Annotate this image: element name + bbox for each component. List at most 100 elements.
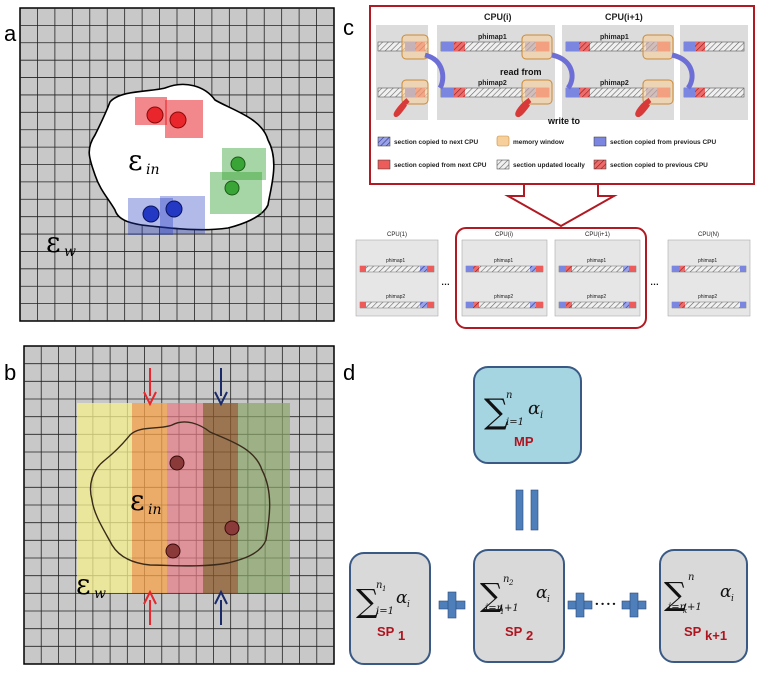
cpu-i-bars	[465, 265, 544, 309]
eps-w-sub-b: w	[94, 586, 106, 602]
sp1-sigma: ∑	[356, 582, 379, 620]
cpu-i-label-lower: CPU(i)	[495, 232, 513, 238]
cpu-1-phimap1-label: phimap1	[386, 258, 405, 264]
sp2-label-sub: 2	[526, 628, 533, 643]
cpu-i1-label: CPU(i+1)	[605, 12, 643, 22]
spk-alpha-sub: i	[731, 594, 734, 604]
blue-atom-1	[142, 205, 160, 223]
sp1-box	[349, 552, 431, 665]
legend: section copied to next CPU memory window…	[377, 135, 716, 170]
red-arrow-top	[143, 368, 157, 407]
mp-sum-lower: i=1	[506, 417, 524, 428]
continuation-dots: ····	[594, 594, 617, 615]
legend-updated-locally: section updated locally	[513, 162, 585, 169]
spk-label-sub: k+1	[705, 628, 727, 643]
write-arrows	[393, 97, 652, 118]
sp2-alpha-sub: i	[547, 595, 550, 605]
green-atom-1	[230, 156, 246, 172]
legend-copied-from-previous: section copied from previous CPU	[610, 139, 716, 146]
atom-b-3	[165, 543, 181, 559]
panel-b: ε in ε w	[23, 345, 335, 665]
sp2-sigma: ∑	[480, 576, 503, 614]
legend-swatch-copied-to-previous	[593, 159, 607, 170]
eps-in-sub-b: in	[148, 502, 162, 518]
eps-w-label-a: ε	[46, 226, 61, 259]
spk-sum-lower: i=n	[668, 602, 686, 613]
panel-c-label: c	[343, 15, 354, 40]
panel-b-inner-domain	[89, 421, 271, 567]
spk-label: SP	[684, 624, 702, 639]
band-pink	[167, 403, 203, 593]
band-orange	[132, 403, 167, 593]
spk-sum-lower-tail: +1	[687, 602, 702, 613]
legend-swatch-copied-from-next	[377, 159, 391, 170]
blue-patch-2	[160, 196, 205, 234]
equals-bar-left	[515, 489, 524, 531]
legend-memory-window: memory window	[513, 139, 565, 146]
sp2-sum-lower-tail: +1	[504, 603, 519, 614]
plus-sign-2	[567, 592, 593, 618]
mp-alpha-sub: i	[540, 410, 543, 421]
eps-w-sub-a: w	[64, 244, 76, 260]
read-from-label: read from	[500, 67, 542, 77]
spk-box	[659, 549, 748, 663]
lower-cpu-row: CPU(1) phimap1 phimap2 … CPU(i) phimap1 …	[355, 227, 751, 329]
cpu-i-phimap2-label: phimap2	[494, 294, 513, 300]
read-arrows	[424, 52, 695, 90]
sp2-sum-upper: n	[503, 574, 509, 585]
cpu-i1-phimap2-label: phimap2	[587, 294, 606, 300]
ellipsis-right: …	[650, 277, 659, 287]
eps-in-label-b: ε	[130, 484, 145, 517]
sp1-sum-upper: n	[376, 580, 382, 591]
blue-arrow-top	[214, 368, 228, 407]
panel-b-label: b	[4, 360, 16, 385]
panel-c: CPU(i) CPU(i+1) phimap1 phimap1	[355, 5, 755, 329]
mp-box	[473, 366, 582, 464]
phimap1-label-i: phimap1	[478, 34, 507, 41]
cpu-n-phimap1-label: phimap1	[698, 258, 717, 264]
mp-alpha: α	[528, 398, 540, 419]
sp1-alpha: α	[396, 588, 408, 608]
green-atom-2	[224, 180, 240, 196]
sp2-label: SP	[505, 624, 523, 639]
sp1-sum-lower: i=1	[376, 606, 394, 617]
eps-in-sub-a: in	[146, 162, 160, 178]
cpu-n-phimap2-label: phimap2	[698, 294, 717, 300]
eps-in-label-a: ε	[128, 144, 143, 177]
cpu-i1-label-lower: CPU(i+1)	[585, 232, 610, 238]
memory-windows	[401, 34, 674, 105]
cpu-n-bars	[671, 265, 747, 309]
cpu-i-label: CPU(i)	[484, 12, 512, 22]
cpu-1-bars	[359, 265, 435, 309]
cpu-n-label: CPU(N)	[698, 232, 719, 238]
legend-swatch-copied-to-next	[377, 136, 391, 147]
sp1-label: SP	[377, 624, 395, 639]
sp1-alpha-sub: i	[407, 600, 410, 610]
phimap2-label-i1: phimap2	[600, 80, 629, 87]
write-to-label: write to	[547, 116, 581, 126]
phimap2-label-i: phimap2	[478, 80, 507, 87]
atom-b-2	[224, 520, 240, 536]
panel-a-label: a	[4, 21, 17, 46]
cpu-i-phimap1-label: phimap1	[494, 258, 513, 264]
mp-sum-upper: n	[506, 390, 512, 401]
blue-arrow-bottom	[214, 589, 228, 625]
mp-label: MP	[514, 434, 534, 449]
legend-swatch-copied-from-previous	[593, 136, 607, 147]
sp2-sum-upper-sub: 2	[508, 579, 514, 587]
legend-copied-to-previous: section copied to previous CPU	[610, 162, 708, 169]
legend-swatch-memory-window	[496, 135, 510, 147]
red-atom-2	[169, 111, 187, 129]
blue-atom-2	[165, 200, 183, 218]
cpu-1-label: CPU(1)	[387, 232, 407, 238]
plus-sign-3	[621, 592, 647, 618]
sp2-sum-lower-sub: 1	[500, 608, 504, 616]
sp2-sum-lower: i=n	[485, 603, 503, 614]
legend-copied-to-next: section copied to next CPU	[394, 139, 478, 146]
lower-highlight-box	[455, 227, 647, 329]
spk-sigma: ∑	[664, 575, 687, 613]
sp2-box	[473, 549, 565, 663]
sp2-alpha: α	[536, 583, 548, 603]
equals-bar-right	[530, 489, 539, 531]
band-green	[238, 403, 290, 593]
